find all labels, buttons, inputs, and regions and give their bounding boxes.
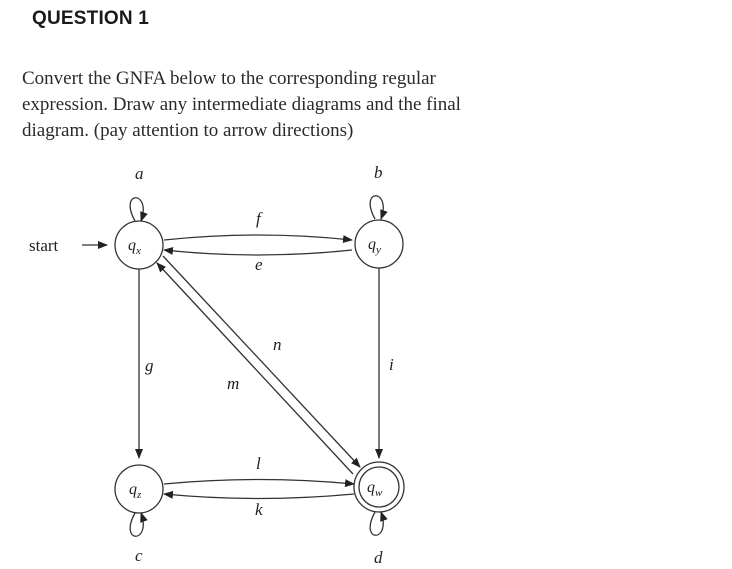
edge-label-g: g [145, 356, 154, 375]
edge-qx-qw [162, 255, 361, 468]
edge-qy-qx [163, 246, 353, 256]
edge-qx-qy [163, 234, 353, 244]
edge-qz-qw [163, 478, 355, 488]
state-qw-label: qw [367, 479, 383, 499]
question-line: expression. Draw any intermediate diagra… [22, 94, 461, 115]
edge-label-b: b [374, 163, 383, 182]
state-qz-label: qz [129, 481, 142, 501]
edge-label-l: l [256, 454, 261, 473]
edge-label-n: n [273, 335, 282, 354]
edge-label-e: e [255, 255, 263, 274]
start-label: start [29, 236, 59, 255]
edge-label-f: f [256, 209, 263, 228]
loop-qz [129, 512, 148, 537]
edge-qw-qx [156, 262, 354, 475]
state-qy-label: qy [368, 236, 381, 256]
edge-label-c: c [135, 546, 143, 565]
state-qy [354, 219, 404, 269]
state-qx [114, 220, 164, 270]
state-qz [114, 464, 164, 514]
edge-label-m: m [227, 374, 239, 393]
question-text: Convert the GNFA below to the correspond… [22, 66, 582, 144]
edge-qw-qz [163, 490, 355, 500]
edge-label-a: a [135, 164, 144, 183]
state-qx-label: qx [128, 237, 141, 257]
edge-label-i: i [389, 355, 394, 374]
loop-qx [129, 197, 148, 222]
edge-label-k: k [255, 500, 263, 519]
question-heading: QUESTION 1 [32, 8, 150, 29]
edge-label-d: d [374, 548, 383, 567]
question-line: diagram. (pay attention to arrow directi… [22, 120, 354, 141]
loop-qy [369, 195, 388, 220]
loop-qw [369, 511, 388, 536]
state-qw-accept-ring [358, 466, 400, 508]
question-line: Convert the GNFA below to the correspond… [22, 68, 436, 89]
